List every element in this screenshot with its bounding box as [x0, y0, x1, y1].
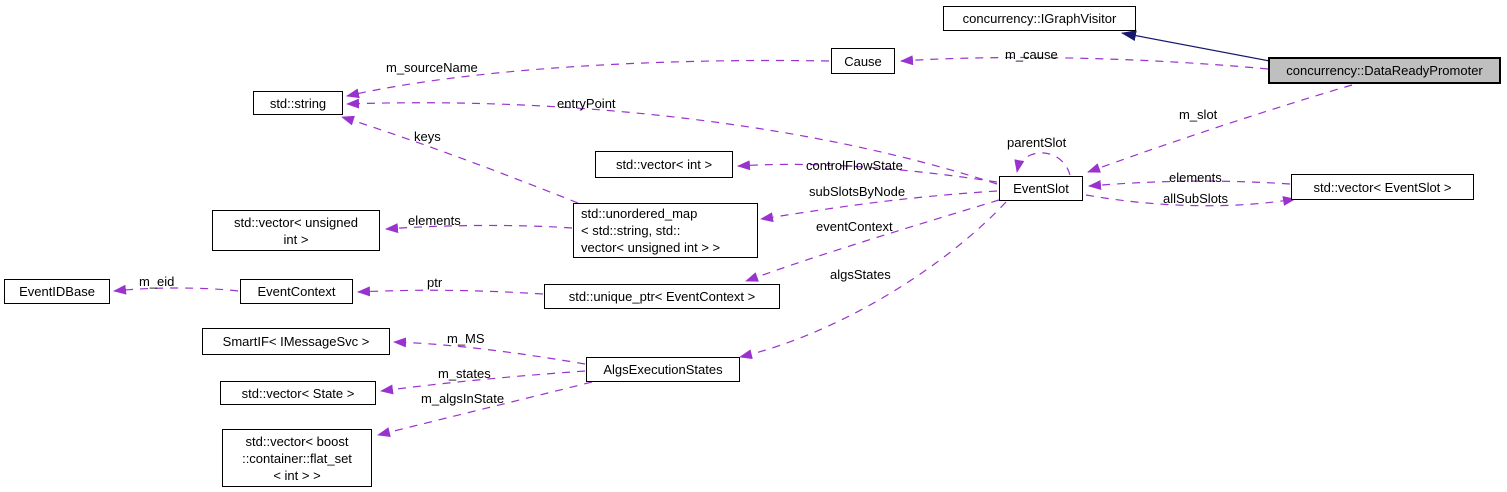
node-igraphvisitor[interactable]: concurrency::IGraphVisitor: [943, 6, 1136, 31]
edge-label-algsstates: algsStates: [830, 267, 891, 282]
edge-m-sourcename: [346, 59, 830, 99]
edge-elements-unordered-map: [385, 223, 573, 234]
node-vector-int[interactable]: std::vector< int >: [595, 151, 733, 178]
edge-label-entrypoint: entryPoint: [557, 96, 616, 111]
node-vector-boost-flat-set-line3: < int > >: [273, 467, 321, 483]
edge-label-m-ms: m_MS: [447, 331, 485, 346]
node-vector-int-label: std::vector< int >: [615, 157, 713, 172]
node-eventidbase[interactable]: EventIDBase: [4, 279, 110, 304]
node-algsexecutionstates-label: AlgsExecutionStates: [603, 362, 723, 377]
node-algsexecutionstates[interactable]: AlgsExecutionStates: [586, 357, 740, 382]
node-igraphvisitor-label: concurrency::IGraphVisitor: [962, 11, 1117, 26]
node-eventcontext-label: EventContext: [257, 284, 336, 299]
edge-algsstates: [739, 201, 1007, 360]
edge-label-parentslot: parentSlot: [1007, 135, 1067, 150]
node-eventslot[interactable]: EventSlot: [999, 176, 1083, 201]
edge-m-algsinstate: [377, 381, 593, 437]
edge-label-elements-left: elements: [408, 213, 461, 228]
edge-label-eventcontext: eventContext: [816, 219, 893, 234]
edge-label-m-algsinstate: m_algsInState: [421, 391, 505, 406]
node-unique-ptr-eventcontext[interactable]: std::unique_ptr< EventContext >: [544, 284, 780, 309]
edge-keys: [341, 115, 579, 204]
node-smartif-imessagesvc-label: SmartIF< IMessageSvc >: [222, 334, 370, 349]
edge-label-keys: keys: [414, 129, 441, 144]
edge-label-m-eid: m_eid: [139, 274, 175, 289]
edge-parentslot-self-loop: [1014, 152, 1071, 176]
node-vector-boost-flat-set-line2: ::container::flat_set: [242, 450, 352, 466]
node-unordered-map-line2: < std::string, std::: [581, 223, 681, 238]
edge-ptr: [357, 286, 544, 297]
edge-subslotsbynode: [760, 190, 998, 223]
edge-label-m-states: m_states: [438, 366, 491, 381]
node-eventidbase-label: EventIDBase: [19, 284, 95, 299]
edge-label-subslotsbynode: subSlotsByNode: [809, 184, 906, 199]
node-vector-unsigned-int-line1: std::vector< unsigned: [234, 214, 358, 230]
edge-m-slot: [1087, 84, 1353, 173]
node-vector-unsigned-int[interactable]: std::vector< unsigned int >: [212, 210, 380, 251]
node-vector-boost-flat-set[interactable]: std::vector< boost ::container::flat_set…: [222, 429, 372, 487]
node-eventcontext[interactable]: EventContext: [240, 279, 353, 304]
edge-m-eid: [113, 284, 239, 295]
node-smartif-imessagesvc[interactable]: SmartIF< IMessageSvc >: [202, 328, 390, 355]
node-unique-ptr-eventcontext-label: std::unique_ptr< EventContext >: [568, 289, 756, 304]
edge-label-elements-right: elements: [1169, 170, 1222, 185]
node-vector-boost-flat-set-line1: std::vector< boost: [245, 433, 349, 449]
edge-label-ptr: ptr: [427, 275, 443, 290]
node-eventslot-label: EventSlot: [1013, 181, 1069, 196]
edge-allsubslots: [1085, 194, 1296, 207]
node-unordered-map-line1: std::unordered_map: [581, 206, 698, 221]
edge-label-m-slot: m_slot: [1179, 107, 1218, 122]
node-unordered-map-line3: vector< unsigned int > >: [581, 240, 721, 255]
edge-elements-vector-eventslot: [1088, 180, 1291, 191]
node-vector-eventslot[interactable]: std::vector< EventSlot >: [1291, 174, 1474, 200]
edge-label-m-cause: m_cause: [1005, 47, 1058, 62]
node-datareadypromoter-label: concurrency::DataReadyPromoter: [1286, 63, 1483, 78]
node-vector-eventslot-label: std::vector< EventSlot >: [1313, 179, 1452, 195]
node-vector-unsigned-int-line2: int >: [283, 231, 309, 247]
edge-m-ms: [393, 337, 586, 365]
edge-label-m-sourcename: m_sourceName: [386, 60, 478, 75]
edge-m-cause: [900, 55, 1269, 70]
node-cause[interactable]: Cause: [831, 48, 895, 74]
node-vector-state-label: std::vector< State >: [241, 385, 355, 401]
edge-eventcontext: [745, 199, 1000, 282]
edge-entrypoint: [346, 98, 998, 185]
edge-label-allsubslots: allSubSlots: [1163, 191, 1229, 206]
edge-label-controlflowstate: controlFlowState: [806, 158, 903, 173]
node-unordered-map[interactable]: std::unordered_map < std::string, std:: …: [573, 203, 758, 258]
node-datareadypromoter[interactable]: concurrency::DataReadyPromoter: [1268, 57, 1501, 84]
edge-inheritance-datareadypromoter-igraphvisitor: [1121, 30, 1276, 63]
edge-controlflowstate: [737, 160, 998, 183]
node-std-string[interactable]: std::string: [253, 91, 343, 115]
node-vector-state[interactable]: std::vector< State >: [220, 381, 376, 405]
node-std-string-label: std::string: [269, 95, 327, 111]
node-cause-label: Cause: [844, 53, 882, 69]
